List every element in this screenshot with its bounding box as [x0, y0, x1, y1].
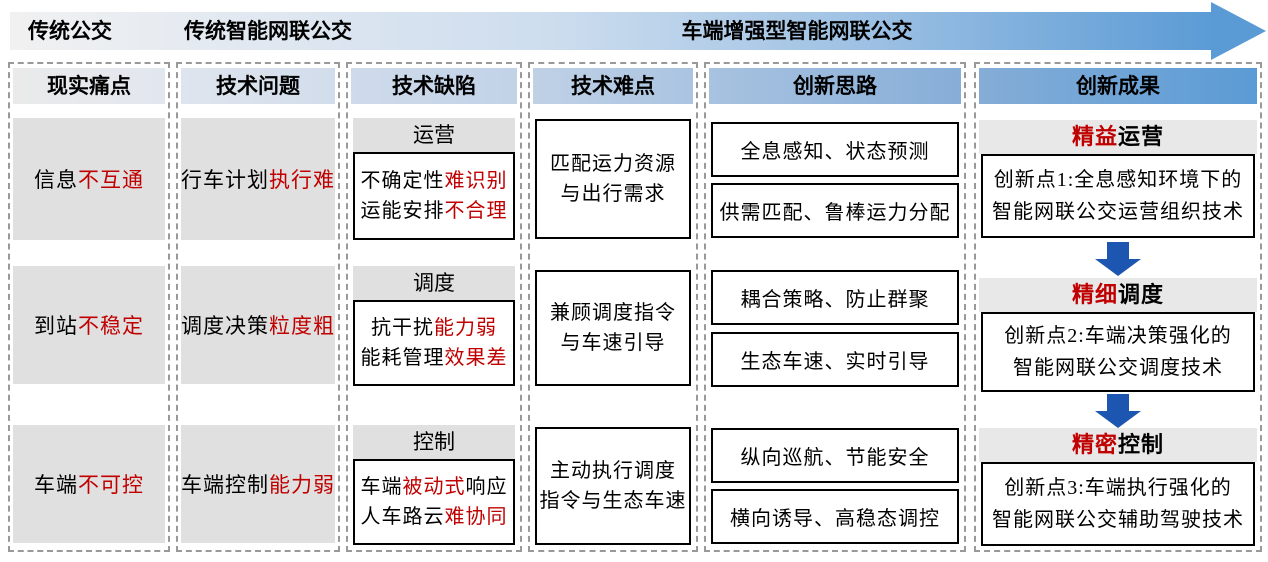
pain-cell-2: 到站不稳定 — [13, 266, 165, 384]
idea-box-1a: 全息感知、状态预测 — [711, 122, 959, 177]
defect-box-2-line-2: 能耗管理效果差 — [360, 347, 508, 369]
difficulty-box-2: 兼顾调度指令 与车速引导 — [535, 270, 691, 386]
phase-label-enhanced: 车端增强型智能网联公交 — [681, 19, 913, 43]
down-arrow-icon-2 — [1095, 394, 1141, 428]
defect-label-2: 调度 — [353, 266, 515, 300]
problem-cell-2-text: 调度决策粒度粗 — [181, 314, 335, 338]
result-box-3: 创新点3:车端执行强化的 智能网联公交辅助驾驶技术 — [981, 462, 1255, 546]
result-title-3: 精密控制 — [979, 428, 1257, 462]
phase-arrow-head-icon — [1211, 2, 1266, 60]
defect-box-2-line-1: 抗干扰能力弱 — [371, 317, 497, 339]
defect-label-1: 运营 — [353, 118, 515, 152]
difficulty-box-1-line-1: 匹配运力资源 — [550, 153, 676, 175]
defect-box-3: 车端被动式响应 人车路云难协同 — [353, 459, 515, 545]
result-box-1: 创新点1:全息感知环境下的 智能网联公交运营组织技术 — [981, 154, 1255, 238]
pain-cell-2-text: 到站不稳定 — [34, 314, 144, 338]
defect-box-2: 抗干扰能力弱 能耗管理效果差 — [353, 300, 515, 386]
pain-cell-3: 车端不可控 — [13, 425, 165, 543]
column-idea: 创新思路 全息感知、状态预测 供需匹配、鲁棒运力分配 耦合策略、防止群聚 生态车… — [704, 62, 966, 552]
defect-box-3-line-2: 人车路云难协同 — [360, 506, 508, 528]
defect-label-3: 控制 — [353, 425, 515, 459]
result-box-2-line-1: 创新点2:车端决策强化的 — [1004, 325, 1232, 347]
result-title-1: 精益运营 — [979, 120, 1257, 154]
pain-cell-3-text: 车端不可控 — [34, 473, 144, 497]
idea-box-3b: 横向诱导、高稳态调控 — [711, 489, 959, 544]
column-pain: 现实痛点 信息不互通 到站不稳定 车端不可控 — [8, 62, 170, 552]
column-difficulty-header: 技术难点 — [533, 68, 693, 104]
phase-label-traditional: 传统公交 — [28, 19, 112, 43]
column-defect-header: 技术缺陷 — [351, 68, 517, 104]
phase-arrow-body — [10, 12, 1212, 50]
difficulty-box-3-line-2: 指令与生态车速 — [539, 490, 687, 512]
difficulty-box-2-line-1: 兼顾调度指令 — [550, 302, 676, 324]
result-title-2: 精细调度 — [979, 278, 1257, 312]
column-result: 创新成果 精益运营 创新点1:全息感知环境下的 智能网联公交运营组织技术 精细调… — [974, 62, 1262, 552]
idea-box-1b: 供需匹配、鲁棒运力分配 — [711, 183, 959, 238]
defect-box-3-line-1: 车端被动式响应 — [360, 476, 508, 498]
difficulty-box-1-line-2: 与出行需求 — [560, 183, 666, 205]
result-box-2: 创新点2:车端决策强化的 智能网联公交调度技术 — [981, 312, 1255, 392]
result-box-2-line-2: 智能网联公交调度技术 — [1013, 357, 1223, 379]
result-box-1-line-1: 创新点1:全息感知环境下的 — [993, 169, 1243, 191]
column-problem: 技术问题 行车计划执行难 调度决策粒度粗 车端控制能力弱 — [176, 62, 340, 552]
defect-box-1: 不确定性难识别 运能安排不合理 — [353, 152, 515, 240]
column-pain-header: 现实痛点 — [13, 68, 165, 104]
column-difficulty: 技术难点 匹配运力资源 与出行需求 兼顾调度指令 与车速引导 主动执行调度 指令… — [528, 62, 698, 552]
column-defect: 技术缺陷 运营 不确定性难识别 运能安排不合理 调度 抗干扰能力弱 能耗管理效果… — [346, 62, 522, 552]
idea-box-3a: 纵向巡航、节能安全 — [711, 428, 959, 483]
pain-cell-1-text: 信息不互通 — [34, 168, 144, 192]
result-box-3-line-1: 创新点3:车端执行强化的 — [1004, 477, 1232, 499]
idea-box-2b: 生态车速、实时引导 — [711, 332, 959, 387]
problem-cell-3-text: 车端控制能力弱 — [181, 473, 335, 497]
result-box-3-line-2: 智能网联公交辅助驾驶技术 — [992, 509, 1244, 531]
phase-label-connected: 传统智能网联公交 — [184, 19, 352, 43]
idea-box-2a: 耦合策略、防止群聚 — [711, 270, 959, 325]
difficulty-box-3: 主动执行调度 指令与生态车速 — [535, 427, 691, 545]
problem-cell-2: 调度决策粒度粗 — [181, 266, 335, 384]
column-idea-header: 创新思路 — [709, 68, 961, 104]
result-box-1-line-2: 智能网联公交运营组织技术 — [992, 201, 1244, 223]
problem-cell-3: 车端控制能力弱 — [181, 425, 335, 543]
column-problem-header: 技术问题 — [181, 68, 335, 104]
column-result-header: 创新成果 — [979, 68, 1257, 104]
down-arrow-icon-1 — [1095, 242, 1141, 276]
pain-cell-1: 信息不互通 — [13, 118, 165, 240]
defect-box-1-line-1: 不确定性难识别 — [360, 170, 508, 192]
difficulty-box-2-line-2: 与车速引导 — [560, 332, 666, 354]
phase-arrow: 传统公交 传统智能网联公交 车端增强型智能网联公交 — [10, 2, 1266, 60]
problem-cell-1-text: 行车计划执行难 — [181, 168, 335, 192]
defect-box-1-line-2: 运能安排不合理 — [360, 200, 508, 222]
difficulty-box-3-line-1: 主动执行调度 — [550, 460, 676, 482]
difficulty-box-1: 匹配运力资源 与出行需求 — [535, 119, 691, 239]
problem-cell-1: 行车计划执行难 — [181, 118, 335, 240]
